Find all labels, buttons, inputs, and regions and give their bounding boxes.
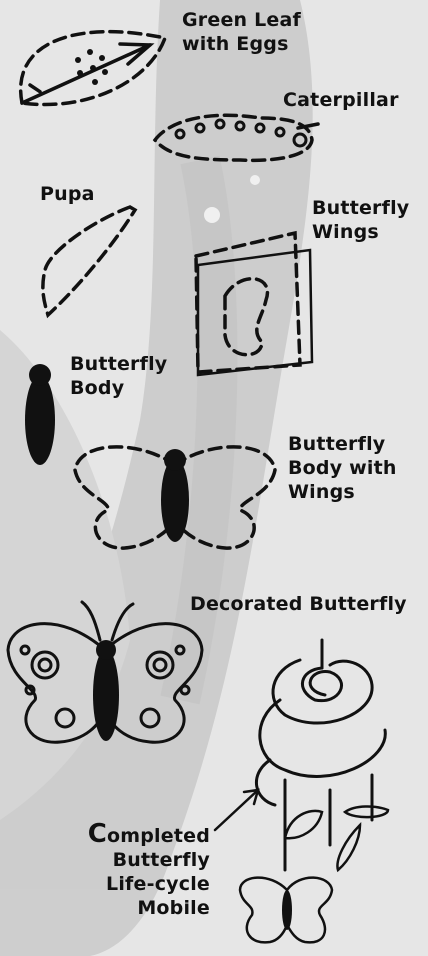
label-completed-mobile: Completed Butterfly Life-cycle Mobile bbox=[70, 822, 210, 920]
label-line: Caterpillar bbox=[283, 88, 399, 112]
label-line: Butterfly bbox=[288, 432, 397, 456]
drop-cap: C bbox=[88, 819, 107, 849]
label-line: Life-cycle bbox=[70, 872, 210, 896]
pupa-drawing bbox=[43, 207, 135, 315]
label-butterfly-wings: Butterfly Wings bbox=[312, 196, 409, 244]
label-line: ompleted bbox=[107, 825, 210, 847]
label-line: Decorated Butterfly bbox=[190, 592, 407, 616]
label-green-leaf: Green Leaf with Eggs bbox=[182, 8, 301, 56]
butterfly-body-shape bbox=[25, 375, 55, 465]
label-body-with-wings: Butterfly Body with Wings bbox=[288, 432, 397, 504]
mobile-swirl-drawing bbox=[256, 640, 385, 870]
label-line: Green Leaf bbox=[182, 8, 301, 32]
label-decorated-butterfly: Decorated Butterfly bbox=[190, 592, 407, 616]
label-caterpillar: Caterpillar bbox=[283, 88, 399, 112]
arrow-icon bbox=[215, 790, 258, 830]
label-line: Wings bbox=[312, 220, 409, 244]
label-line: Body with bbox=[288, 456, 397, 480]
background-butterfly-photo bbox=[0, 0, 313, 956]
mini-pupa-drawing bbox=[337, 825, 360, 870]
label-line: Wings bbox=[288, 480, 397, 504]
label-line: Body bbox=[70, 376, 167, 400]
label-line: with Eggs bbox=[182, 32, 301, 56]
label-line: Mobile bbox=[70, 896, 210, 920]
label-line: Butterfly bbox=[312, 196, 409, 220]
label-line: Completed bbox=[70, 822, 210, 848]
label-pupa: Pupa bbox=[40, 182, 95, 206]
decorated-butterfly-body bbox=[93, 649, 119, 741]
label-line: Butterfly bbox=[70, 848, 210, 872]
label-butterfly-body: Butterfly Body bbox=[70, 352, 167, 400]
label-line: Pupa bbox=[40, 182, 95, 206]
mini-leaf-drawing bbox=[285, 811, 322, 838]
mini-caterpillar-drawing bbox=[345, 806, 388, 817]
label-line: Butterfly bbox=[70, 352, 167, 376]
